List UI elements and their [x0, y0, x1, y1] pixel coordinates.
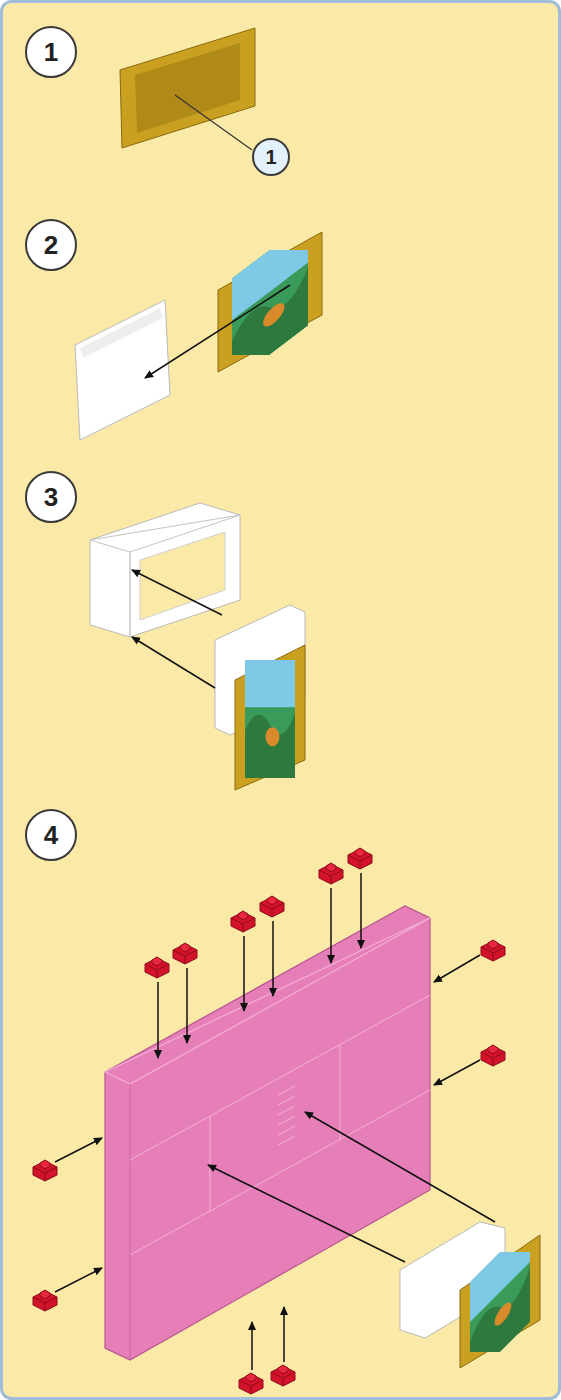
callout-number: 1	[252, 138, 290, 176]
step-number-text: 1	[44, 37, 58, 68]
step-number-text: 3	[44, 482, 58, 513]
callout-number-text: 1	[265, 146, 276, 169]
step-number: 2	[25, 219, 77, 271]
step-number: 3	[25, 471, 77, 523]
step-number-text: 4	[44, 820, 58, 851]
step-number-text: 2	[44, 230, 58, 261]
step-number: 1	[25, 26, 77, 78]
step-number: 4	[25, 809, 77, 861]
